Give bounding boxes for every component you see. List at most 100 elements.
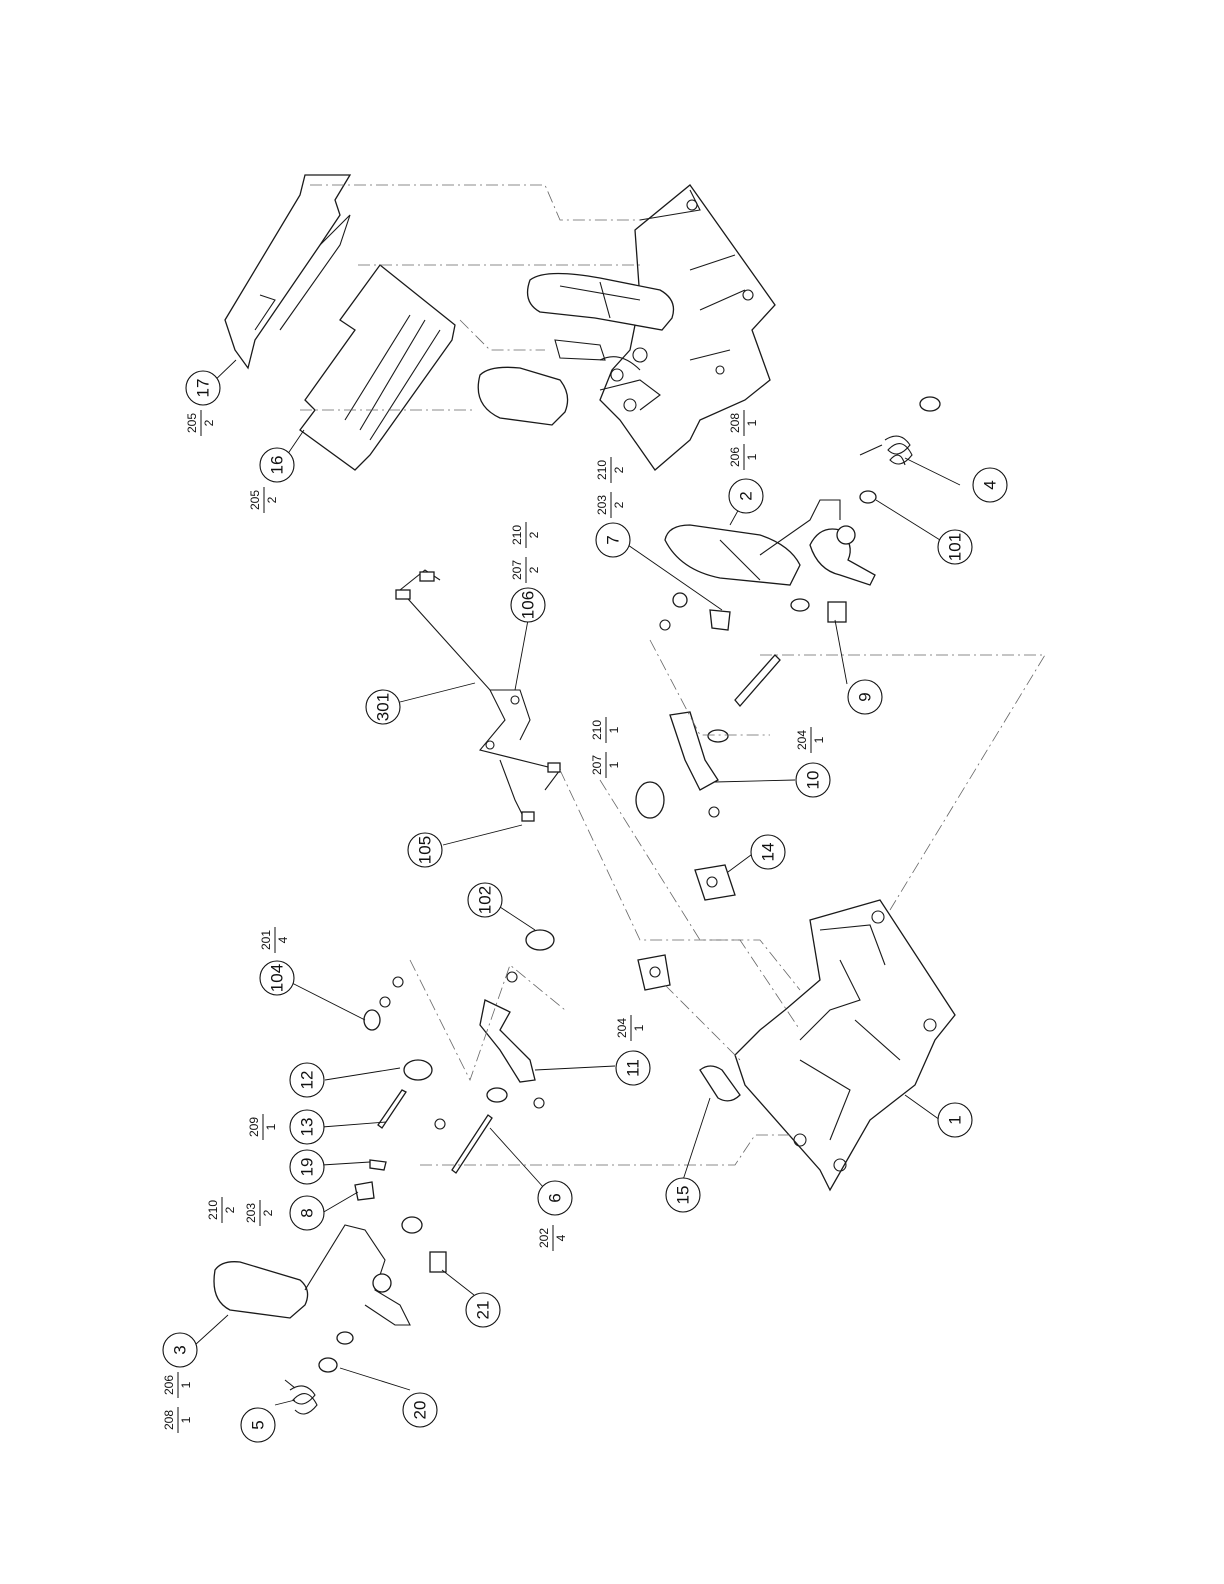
svg-text:206: 206 — [162, 1375, 176, 1395]
balloon-102: 102 — [468, 883, 502, 917]
balloon-1: 1 — [938, 1103, 972, 1137]
pedal-3 — [214, 1225, 410, 1372]
balloon-11: 11 — [616, 1051, 650, 1085]
svg-text:1: 1 — [632, 1024, 646, 1031]
balloon-14: 14 — [751, 835, 785, 869]
svg-text:13: 13 — [298, 1118, 317, 1137]
balloon-101: 101 — [938, 530, 972, 564]
svg-text:16: 16 — [268, 456, 287, 475]
svg-text:2: 2 — [202, 419, 216, 426]
svg-text:207: 207 — [510, 560, 524, 580]
svg-text:2: 2 — [612, 466, 626, 473]
balloon-21: 21 — [466, 1293, 500, 1327]
svg-text:5: 5 — [249, 1420, 268, 1429]
cover-17 — [225, 175, 350, 368]
balloon-20: 20 — [403, 1393, 437, 1427]
svg-text:17: 17 — [194, 379, 213, 398]
svg-text:2: 2 — [612, 501, 626, 508]
spring-4 — [860, 397, 940, 503]
fraction-203-2-b: 2032 — [244, 1200, 275, 1226]
balloon-6: 6 — [538, 1181, 572, 1215]
svg-text:4: 4 — [276, 936, 290, 943]
balloon-17: 17 — [186, 371, 220, 405]
balloon-8: 8 — [290, 1196, 324, 1230]
fraction-208-1-b: 2081 — [162, 1407, 193, 1433]
svg-text:205: 205 — [248, 490, 262, 510]
svg-text:2: 2 — [737, 491, 756, 500]
balloon-5: 5 — [241, 1408, 275, 1442]
svg-text:204: 204 — [795, 730, 809, 750]
svg-text:15: 15 — [674, 1186, 693, 1205]
svg-text:6: 6 — [546, 1193, 565, 1202]
balloon-4: 4 — [973, 468, 1007, 502]
svg-text:19: 19 — [298, 1158, 317, 1177]
svg-text:101: 101 — [946, 533, 965, 561]
svg-text:1: 1 — [179, 1416, 193, 1423]
block-14 — [695, 865, 735, 900]
svg-text:20: 20 — [411, 1401, 430, 1420]
svg-text:1: 1 — [179, 1381, 193, 1388]
svg-text:104: 104 — [268, 964, 287, 992]
svg-text:1: 1 — [264, 1123, 278, 1130]
pedal-2 — [665, 500, 875, 585]
svg-text:202: 202 — [537, 1228, 551, 1248]
svg-text:204: 204 — [615, 1018, 629, 1038]
svg-text:210: 210 — [206, 1200, 220, 1220]
balloon-16: 16 — [260, 448, 294, 482]
svg-text:1: 1 — [745, 453, 759, 460]
svg-text:105: 105 — [416, 836, 435, 864]
balloon-2: 2 — [729, 479, 763, 513]
cover-16 — [300, 265, 455, 470]
svg-text:21: 21 — [474, 1301, 493, 1320]
svg-text:2: 2 — [265, 496, 279, 503]
svg-text:203: 203 — [595, 495, 609, 515]
svg-text:10: 10 — [804, 771, 823, 790]
balloon-3: 3 — [163, 1333, 197, 1367]
svg-text:106: 106 — [519, 591, 538, 619]
svg-text:210: 210 — [510, 525, 524, 545]
svg-text:205: 205 — [185, 413, 199, 433]
svg-text:2: 2 — [261, 1209, 275, 1216]
balloon-13: 13 — [290, 1110, 324, 1144]
balloon-301: 301 — [366, 690, 400, 724]
svg-text:201: 201 — [259, 930, 273, 950]
svg-text:1: 1 — [745, 419, 759, 426]
spring-5 — [285, 1380, 317, 1414]
balloon-9: 9 — [848, 680, 882, 714]
svg-text:301: 301 — [374, 693, 393, 721]
small-parts-left — [355, 930, 554, 1272]
svg-text:203: 203 — [244, 1203, 258, 1223]
svg-text:14: 14 — [759, 843, 778, 862]
svg-text:1: 1 — [946, 1115, 965, 1124]
svg-text:208: 208 — [162, 1410, 176, 1430]
leader-lines — [195, 360, 960, 1405]
svg-text:2: 2 — [527, 531, 541, 538]
base-plate-1 — [735, 900, 955, 1190]
svg-text:2: 2 — [223, 1206, 237, 1213]
svg-text:1: 1 — [812, 736, 826, 743]
svg-text:4: 4 — [554, 1234, 568, 1241]
svg-text:12: 12 — [298, 1071, 317, 1090]
svg-text:3: 3 — [171, 1345, 190, 1354]
svg-text:8: 8 — [298, 1208, 317, 1217]
balloon-15: 15 — [666, 1178, 700, 1212]
svg-text:2: 2 — [527, 566, 541, 573]
balloon-10: 10 — [796, 763, 830, 797]
